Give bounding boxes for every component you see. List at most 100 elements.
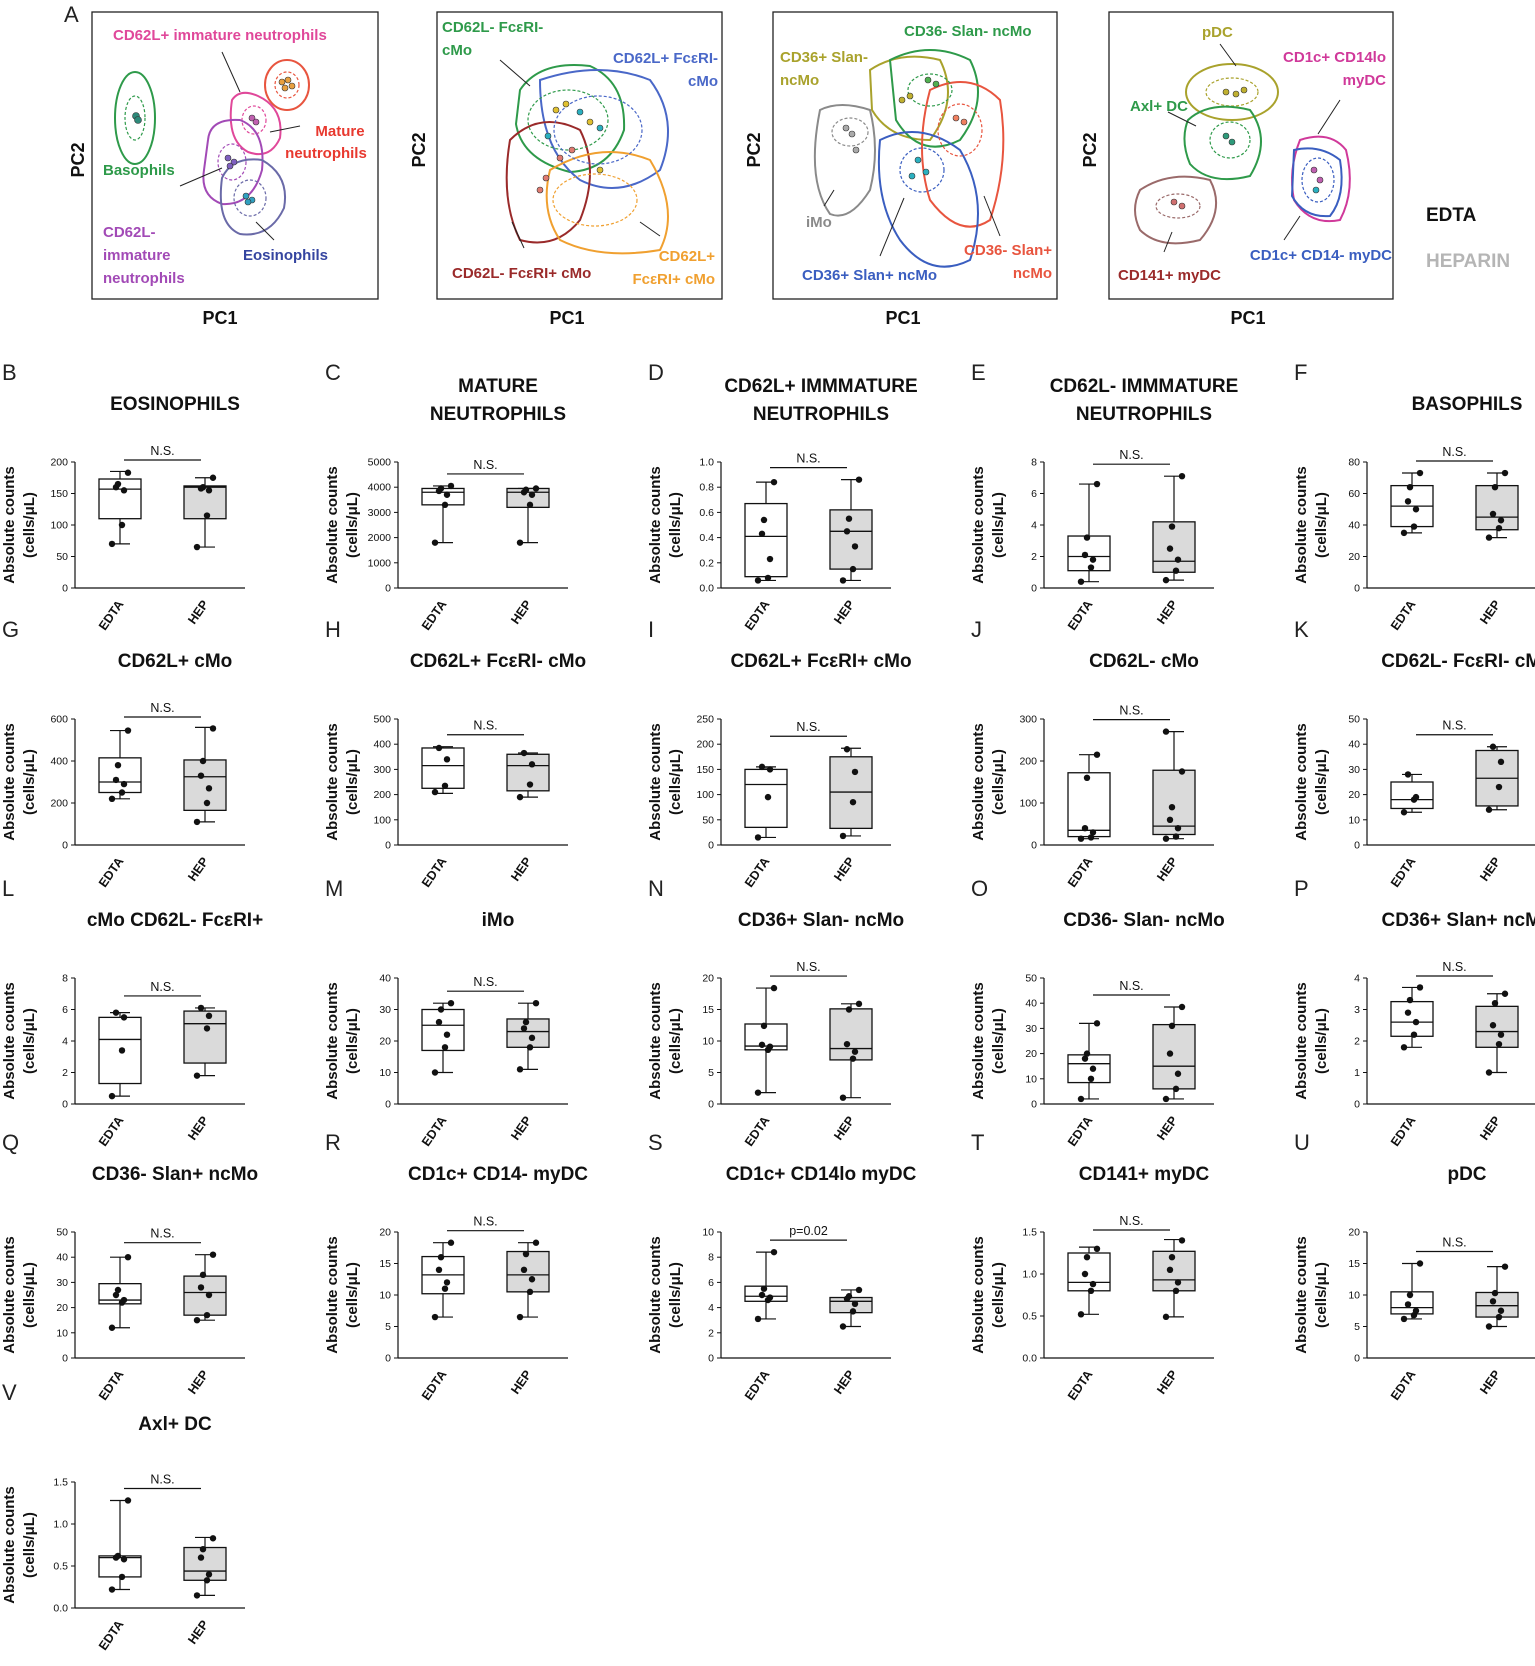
y-axis-label: (cells/μL) xyxy=(344,1008,361,1074)
x-category-label: EDTA xyxy=(1388,598,1418,633)
y-tick-label: 5 xyxy=(708,1067,714,1079)
data-point xyxy=(1093,751,1101,758)
y-tick-label: 2 xyxy=(62,1067,68,1079)
y-axis-label: Absolute counts xyxy=(1,466,18,584)
data-point xyxy=(120,1556,128,1563)
data-point xyxy=(1485,806,1493,813)
significance-label: N.S. xyxy=(150,1472,174,1486)
y-tick-label: 2 xyxy=(1354,1036,1360,1048)
pca-x-axis-label: PC1 xyxy=(885,308,920,328)
pca-frame xyxy=(772,11,1058,300)
panel-title: CD36+ Slan- ncMo xyxy=(738,910,904,931)
y-tick-label: 2 xyxy=(708,1327,714,1339)
y-tick-label: 0 xyxy=(1354,583,1360,595)
data-point xyxy=(435,1266,443,1274)
y-tick-label: 10 xyxy=(702,1227,714,1239)
contour xyxy=(921,81,1005,228)
data-point xyxy=(849,798,857,806)
data-point xyxy=(431,788,439,796)
data-point xyxy=(1166,1050,1174,1057)
y-tick-label: 1000 xyxy=(368,557,392,569)
y-axis-label: (cells/μL) xyxy=(667,492,684,558)
y-tick-label: 0 xyxy=(708,840,714,852)
data-point xyxy=(193,543,201,551)
pca-label: myDC xyxy=(1343,72,1387,89)
data-point xyxy=(1174,1070,1182,1077)
y-axis-label: (cells/μL) xyxy=(21,1262,38,1328)
data-point xyxy=(845,1006,853,1013)
y-tick-label: 8 xyxy=(708,1252,714,1264)
data-point xyxy=(845,1293,853,1300)
pca-label: CD62L+ FcεRI- xyxy=(613,50,718,67)
box-hep xyxy=(1152,521,1196,573)
y-tick-label: 200 xyxy=(50,457,68,469)
contour xyxy=(514,64,626,174)
y-tick-label: 20 xyxy=(379,1036,391,1048)
pca-label: CD1c+ CD14- myDC xyxy=(1250,247,1392,264)
panel-a-pca: A PC2 PC1 xyxy=(64,2,1510,328)
data-point xyxy=(1491,1000,1499,1007)
y-tick-label: 6 xyxy=(62,1004,68,1016)
x-category-label: EDTA xyxy=(96,1618,126,1653)
x-category-label: EDTA xyxy=(96,1114,126,1149)
box-edta xyxy=(421,747,465,789)
data-point xyxy=(528,1034,536,1042)
data-point xyxy=(431,539,439,546)
x-category-label: HEP xyxy=(1477,1114,1503,1143)
y-tick-label: 400 xyxy=(373,739,391,751)
data-point xyxy=(1497,1031,1505,1038)
data-point xyxy=(209,474,217,481)
data-point xyxy=(114,1552,122,1560)
data-point xyxy=(435,744,443,752)
data-point xyxy=(1178,1003,1186,1011)
panel-title: CD62L- cMo xyxy=(1089,651,1199,672)
y-tick-label: 250 xyxy=(696,714,714,726)
data-point xyxy=(1495,1040,1503,1048)
x-category-label: HEP xyxy=(1477,1368,1503,1397)
data-point xyxy=(1172,1287,1180,1295)
panel-title: CD62L+ FcεRI+ cMo xyxy=(730,651,911,672)
data-point xyxy=(1081,1055,1089,1062)
panel-label: N xyxy=(648,876,664,901)
data-point xyxy=(839,832,847,840)
panel-label: C xyxy=(325,360,341,385)
data-point xyxy=(118,1047,126,1054)
data-point xyxy=(1093,1020,1101,1027)
x-category-label: EDTA xyxy=(419,1114,449,1149)
contour xyxy=(545,151,669,255)
y-axis-label: Absolute counts xyxy=(324,1236,341,1354)
y-tick-label: 0.6 xyxy=(699,507,714,519)
y-axis-label: Absolute counts xyxy=(1,723,18,841)
y-axis-label: (cells/μL) xyxy=(1313,1262,1330,1328)
pca-label: CD36+ Slan- xyxy=(780,49,868,66)
data-point xyxy=(851,1300,859,1308)
pca-label: CD62L- FcεRI+ cMo xyxy=(452,265,591,282)
data-point xyxy=(124,727,132,734)
panel-label: F xyxy=(1294,360,1307,385)
y-tick-label: 4 xyxy=(62,1036,68,1048)
data-point xyxy=(1489,1298,1497,1305)
y-axis-label: Absolute counts xyxy=(1,982,18,1100)
data-point xyxy=(1178,472,1186,480)
data-point xyxy=(526,501,534,509)
pca-y-axis-label: PC2 xyxy=(409,132,429,167)
data-point xyxy=(1410,1031,1418,1038)
data-point xyxy=(205,1012,213,1019)
y-axis-label: (cells/μL) xyxy=(21,1008,38,1074)
y-tick-label: 40 xyxy=(1348,520,1360,532)
data-point xyxy=(1087,1075,1095,1083)
data-point xyxy=(839,1094,847,1101)
data-point xyxy=(1162,728,1170,735)
data-point xyxy=(205,785,213,792)
significance-label: N.S. xyxy=(796,960,820,974)
data-point xyxy=(1172,833,1180,840)
data-point xyxy=(1077,835,1085,842)
x-category-label: EDTA xyxy=(1065,598,1095,633)
data-point xyxy=(760,1285,768,1292)
significance-label: N.S. xyxy=(473,1215,497,1229)
contour-cd62l-plus-immature xyxy=(229,91,282,156)
